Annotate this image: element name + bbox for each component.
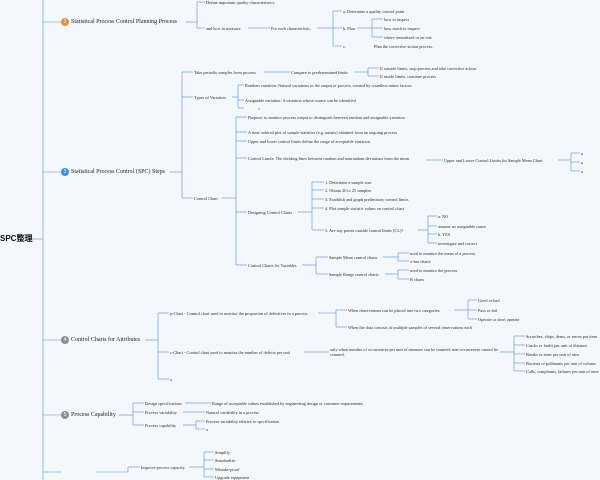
node-compare-limits[interactable]: Compare to predetermined limits xyxy=(291,70,348,75)
node-pass-fail[interactable]: Pass or fail xyxy=(478,308,498,313)
node-d5[interactable]: 5. Are any points outside control limits… xyxy=(325,228,404,233)
node-b-plan[interactable]: b. Plan xyxy=(343,26,355,31)
node-simplify[interactable]: Simplify xyxy=(215,450,231,455)
number-badge-4: 4 xyxy=(61,336,69,344)
node-time-ordered[interactable]: A time ordered plot of sample statistics… xyxy=(248,130,398,135)
node-variables[interactable]: Control Charts for Variables xyxy=(248,263,297,268)
node-smc-detail[interactable]: used to monitor the mean of a process. xyxy=(410,251,477,256)
node-calls[interactable]: Calls, complaints, failures per unit of … xyxy=(526,369,599,374)
number-badge-2: 2 xyxy=(61,18,69,26)
node-d4[interactable]: 4. Plot sample statistic values on contr… xyxy=(325,206,404,211)
node-operate[interactable]: Operate or don't operate xyxy=(478,317,520,322)
number-badge-5: 5 xyxy=(61,411,69,419)
node-src-detail[interactable]: used to monitor the process xyxy=(410,268,458,273)
node-types-variation[interactable]: Types of Variation xyxy=(194,95,226,100)
node-random-variation[interactable]: Random variation: Natural variations in … xyxy=(245,83,412,88)
node-plan-corrective[interactable]: Plan the corrective-action process. xyxy=(374,44,434,49)
node-assignable-variation[interactable]: Assignable variation: A variation whose … xyxy=(245,98,356,103)
node-take-samples[interactable]: Take periodic samples from process xyxy=(194,70,256,75)
topic-label: Process Capability xyxy=(71,412,116,418)
node-pv-detail[interactable]: Natural variability in a process xyxy=(206,410,259,415)
topic-spc-planning[interactable]: 2 Statistical Process Control Planning P… xyxy=(61,18,177,26)
node-process-variability[interactable]: Process variability xyxy=(145,410,177,415)
node-define-quality[interactable]: Define important quality characteristics… xyxy=(206,0,276,5)
node-outside-limits[interactable]: If outside limits, stop process and take… xyxy=(380,66,476,71)
node-d5-no-detail[interactable]: assume no assignable cause xyxy=(438,224,486,229)
node-pc-a[interactable]: a xyxy=(206,427,208,432)
node-designing[interactable]: Designing Control Charts xyxy=(248,210,293,215)
node-ul-a[interactable]: a xyxy=(581,151,583,156)
topic-label: Statistical Process Control (SPC) Steps xyxy=(71,169,166,175)
node-ul-c[interactable]: a xyxy=(581,169,583,174)
node-xbar-charts[interactable]: x-bar charts xyxy=(410,259,431,264)
node-sample-mean-charts[interactable]: Sample Mean control charts xyxy=(329,255,378,260)
topic-spc-steps[interactable]: 3 Statistical Process Control (SPC) Step… xyxy=(61,168,165,176)
node-r-charts[interactable]: R charts xyxy=(410,277,425,282)
node-design-specs-detail[interactable]: Range of acceptable values established b… xyxy=(212,401,364,406)
node-control-limits[interactable]: Control Limits: The dividing lines betwe… xyxy=(248,156,410,161)
node-p-when-multiple[interactable]: When the data consists of multiple sampl… xyxy=(348,325,473,330)
node-upper-lower[interactable]: Upper and lower control limits define th… xyxy=(248,139,370,144)
node-design-specs[interactable]: Design specifications xyxy=(145,401,182,406)
node-c-only-when[interactable]: only when number of occurrences per unit… xyxy=(330,347,498,357)
node-process-capability[interactable]: Process capability xyxy=(145,423,177,428)
node-control-chart[interactable]: Control Chart xyxy=(194,196,218,201)
node-breaks[interactable]: Breaks or tears per unit of area xyxy=(526,352,579,357)
node-cracks[interactable]: Cracks or faults per unit of distance xyxy=(526,343,588,348)
node-good-bad[interactable]: Good or bad xyxy=(478,298,500,303)
topic-attribute-charts[interactable]: 4 Control Charts for Attributes xyxy=(61,336,140,344)
node-mistake-proof[interactable]: Mistake-proof xyxy=(215,467,240,472)
node-ul-b[interactable]: a xyxy=(581,160,583,165)
node-a-determine[interactable]: a. Determine a quality control point xyxy=(343,9,405,14)
node-variation-c[interactable]: c xyxy=(258,106,260,111)
node-d2[interactable]: 2. Obtain 20 to 25 samples xyxy=(325,188,372,193)
node-d5-yes[interactable]: b. YES xyxy=(438,232,451,237)
node-p-chart[interactable]: p-Chart - Control chart used to monitor … xyxy=(170,311,308,316)
node-inside-limits[interactable]: If inside limits, continue process xyxy=(380,74,436,79)
node-pc-detail[interactable]: Process variability relative to specific… xyxy=(206,419,280,424)
node-for-each[interactable]: For each characteristic, xyxy=(271,26,311,31)
node-purpose[interactable]: Purpose: to monitor process output to di… xyxy=(248,115,405,120)
node-how-to-measure[interactable]: and how to measure xyxy=(206,26,241,31)
node-scratches[interactable]: Scratches, chips, dents, or errors per i… xyxy=(526,334,597,339)
node-standardize[interactable]: Standardize xyxy=(215,458,236,463)
node-p-when-two[interactable]: When observations can be placed into two… xyxy=(348,308,441,313)
node-how-much-inspect[interactable]: how much to inspect xyxy=(384,26,420,31)
node-sample-range-charts[interactable]: Sample Range control charts xyxy=(329,272,379,277)
node-c-chart[interactable]: c-Chart - Control chart used to monitor … xyxy=(170,350,291,355)
node-d1[interactable]: 1. Determine a sample size xyxy=(325,180,372,185)
topic-process-capability[interactable]: 5 Process Capability xyxy=(61,411,116,419)
node-where-centralized[interactable]: where centralized or on-site xyxy=(384,35,432,40)
root-topic[interactable]: SPC整理 xyxy=(0,234,33,243)
node-attr-a[interactable]: a xyxy=(170,377,172,382)
node-d5-yes-detail[interactable]: investigate and correct xyxy=(438,241,477,246)
topic-label: Control Charts for Attributes xyxy=(71,337,141,343)
node-bacteria[interactable]: Bacteria or pollutants per unit of volum… xyxy=(526,361,596,366)
number-badge-3: 3 xyxy=(61,168,69,176)
node-upgrade-equipment[interactable]: Upgrade equipment xyxy=(215,475,250,480)
node-d3[interactable]: 3. Establish and graph preliminary contr… xyxy=(325,197,409,202)
node-d5-no[interactable]: a. NO xyxy=(438,214,449,219)
node-ul-sample-mean[interactable]: Upper and Lower Control Limits for Sampl… xyxy=(444,158,543,163)
node-c-marker[interactable]: c. xyxy=(343,44,346,49)
topic-label: Statistical Process Control Planning Pro… xyxy=(71,19,177,25)
node-how-to-inspect[interactable]: how to inspect xyxy=(384,17,410,22)
node-improve-capacity[interactable]: Improve process capacity xyxy=(141,465,185,470)
